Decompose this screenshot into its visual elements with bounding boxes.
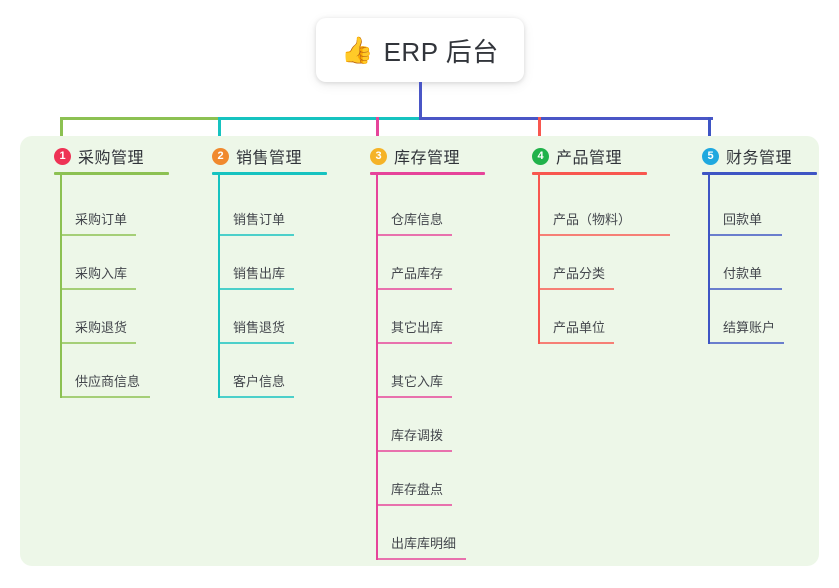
column-header-1[interactable]: 1 采购管理 xyxy=(54,144,144,168)
list-item-label: 供应商信息 xyxy=(75,374,141,389)
list-item-label: 库存调拨 xyxy=(391,428,444,443)
column-title-1: 采购管理 xyxy=(78,150,145,167)
column-badge-4: 4 xyxy=(532,147,549,165)
column-trunk-1 xyxy=(60,174,62,398)
list-item-label: 回款单 xyxy=(723,212,763,227)
list-item-label: 客户信息 xyxy=(233,374,286,389)
column-underline-3 xyxy=(370,172,485,175)
list-item-label: 产品分类 xyxy=(553,266,606,281)
root-title-card: 👍 ERP 后台 xyxy=(316,18,524,82)
list-item-underline xyxy=(708,342,784,344)
list-item-underline xyxy=(218,342,294,344)
column-trunk-5 xyxy=(708,174,710,344)
list-item-underline xyxy=(60,234,136,236)
list-item-underline xyxy=(376,450,452,452)
list-item-label: 采购退货 xyxy=(75,320,128,335)
column-badge-1: 1 xyxy=(54,147,71,165)
list-item-label: 其它出库 xyxy=(391,320,444,335)
column-title-4: 产品管理 xyxy=(556,150,623,167)
list-item-underline xyxy=(376,288,452,290)
column-underline-2 xyxy=(212,172,327,175)
list-item-underline xyxy=(538,342,614,344)
thumbs-up-icon: 👍 xyxy=(341,35,374,65)
list-item-underline xyxy=(538,234,670,236)
list-item-label: 产品（物料） xyxy=(553,212,632,227)
list-item-label: 库存盘点 xyxy=(391,482,444,497)
list-item-label: 仓库信息 xyxy=(391,212,444,227)
list-item-underline xyxy=(218,396,294,398)
list-item-label: 采购订单 xyxy=(75,212,128,227)
list-item-label: 出库库明细 xyxy=(391,536,457,551)
column-trunk-4 xyxy=(538,174,540,344)
column-header-4[interactable]: 4 产品管理 xyxy=(532,144,622,168)
list-item-underline xyxy=(376,396,452,398)
column-badge-3: 3 xyxy=(370,147,387,165)
connector-bus-segment-1 xyxy=(60,117,221,120)
list-item-underline xyxy=(708,288,782,290)
list-item-underline xyxy=(538,288,614,290)
column-trunk-3 xyxy=(376,174,378,560)
list-item-label: 付款单 xyxy=(723,266,763,281)
list-item-underline xyxy=(60,288,136,290)
list-item-label: 产品库存 xyxy=(391,266,444,281)
list-item-label: 销售出库 xyxy=(233,266,286,281)
diagram-panel: 1 采购管理采购订单采购入库采购退货供应商信息 2 销售管理销售订单销售出库销售退货客… xyxy=(20,136,819,566)
column-badge-5: 5 xyxy=(702,147,719,165)
list-item-label: 销售退货 xyxy=(233,320,286,335)
list-item-underline xyxy=(218,288,294,290)
column-title-2: 销售管理 xyxy=(236,150,303,167)
list-item-label: 采购入库 xyxy=(75,266,128,281)
list-item-underline xyxy=(218,234,294,236)
column-underline-1 xyxy=(54,172,169,175)
column-title-5: 财务管理 xyxy=(726,150,793,167)
page-title: ERP 后台 xyxy=(383,36,499,67)
list-item-underline xyxy=(708,234,782,236)
column-title-3: 库存管理 xyxy=(394,150,461,167)
column-underline-4 xyxy=(532,172,647,175)
column-header-3[interactable]: 3 库存管理 xyxy=(370,144,460,168)
column-underline-5 xyxy=(702,172,817,175)
column-trunk-2 xyxy=(218,174,220,398)
connector-bus-segment-2 xyxy=(218,117,422,120)
list-item-label: 结算账户 xyxy=(723,320,776,335)
column-header-5[interactable]: 5 财务管理 xyxy=(702,144,792,168)
list-item-underline xyxy=(376,558,466,560)
column-header-2[interactable]: 2 销售管理 xyxy=(212,144,302,168)
list-item-label: 销售订单 xyxy=(233,212,286,227)
connector-bus-segment-3 xyxy=(419,117,713,120)
list-item-label: 产品单位 xyxy=(553,320,606,335)
column-badge-2: 2 xyxy=(212,147,229,165)
list-item-underline xyxy=(376,504,452,506)
list-item-underline xyxy=(376,234,452,236)
list-item-underline xyxy=(60,342,136,344)
list-item-label: 其它入库 xyxy=(391,374,444,389)
connector-stem xyxy=(419,82,422,120)
list-item-underline xyxy=(376,342,452,344)
list-item-underline xyxy=(60,396,150,398)
